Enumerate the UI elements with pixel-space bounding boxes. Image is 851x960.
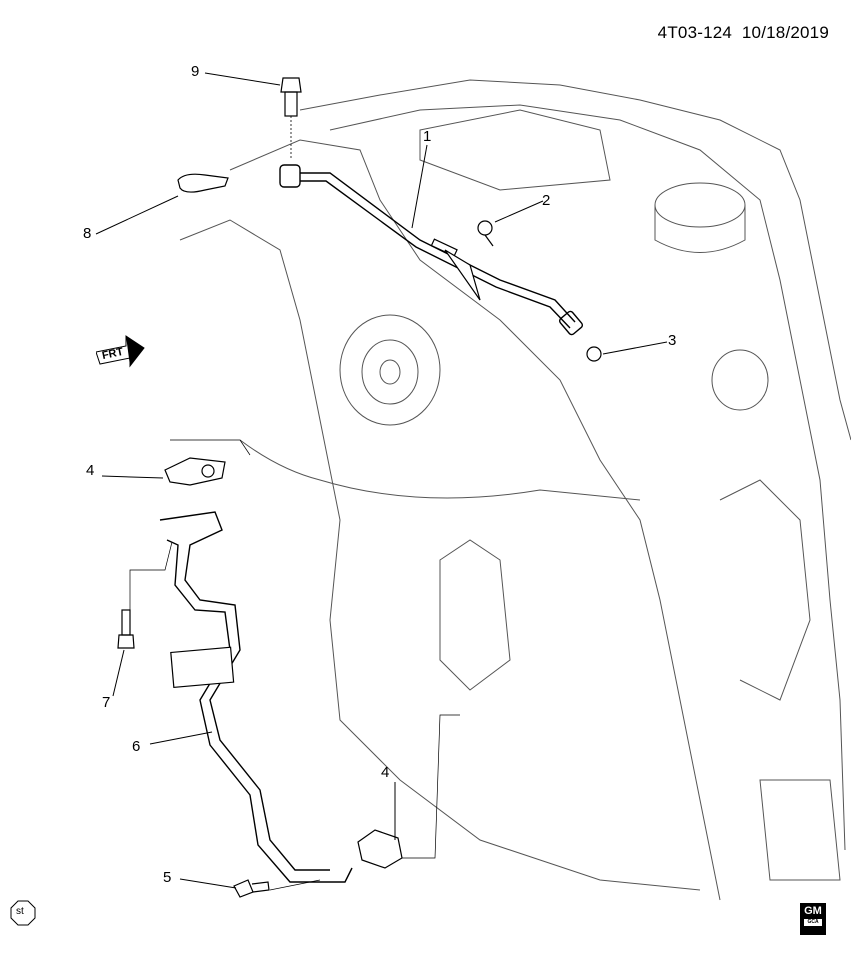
bolt-5 (233, 879, 270, 898)
seal-3 (586, 346, 602, 362)
callout-3: 3 (668, 332, 677, 349)
callout-6: 6 (132, 738, 141, 755)
callout-9: 9 (191, 63, 200, 80)
callout-2: 2 (542, 192, 551, 209)
callout-5: 5 (163, 869, 172, 886)
callout-7: 7 (102, 694, 111, 711)
engine-block-outline (179, 79, 851, 901)
bolt-7 (117, 609, 135, 649)
leader-lines (95, 72, 668, 891)
gasket-4-upper (164, 457, 226, 486)
bracket-8 (177, 173, 229, 193)
st-symbol: st (10, 900, 36, 926)
callout-8: 8 (83, 225, 92, 242)
gm-logo: GM GCA (800, 903, 826, 935)
diagram-code: 4T03-124 (657, 23, 733, 42)
diagram-header: 4T03-124 10/18/2019 (658, 23, 829, 43)
turbo-oil-return-pipe (159, 511, 353, 883)
callout-1: 1 (423, 128, 432, 145)
callout-4-upper: 4 (86, 462, 95, 479)
front-arrow-icon (95, 335, 145, 368)
turbo-oil-feed-pipe (279, 164, 584, 336)
callout-4-lower: 4 (381, 764, 390, 781)
front-direction-indicator: FRT (95, 332, 146, 377)
bolt-9 (280, 77, 302, 117)
diagram-date: 10/18/2019 (741, 23, 829, 42)
bolt-2 (477, 220, 494, 247)
